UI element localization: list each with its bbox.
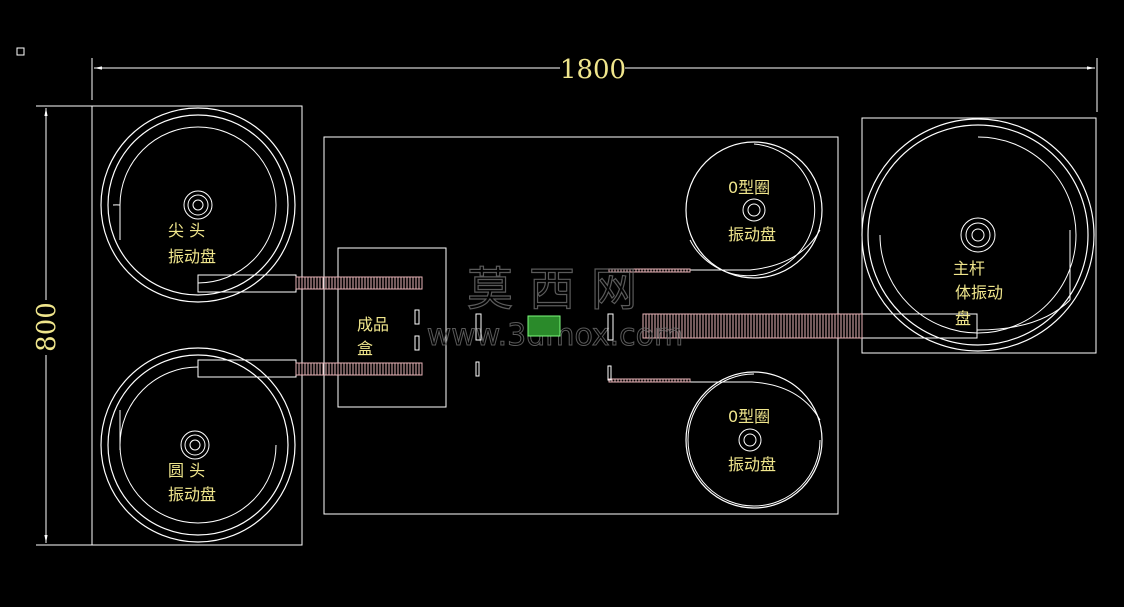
main-rod-label-3: 盘 <box>955 309 971 328</box>
o-ring-bottom-label-1: 0型圈 <box>728 407 770 426</box>
main-rod-label-2: 体振动 <box>955 283 1003 302</box>
main-rod-feed-track <box>642 313 863 339</box>
bowl-labels: 尖 头 振动盘 圆 头 振动盘 0型圈 振动盘 0型圈 振动盘 主杆 体振动 盘… <box>168 178 1003 504</box>
width-dimension-label: 1800 <box>560 55 626 85</box>
o-ring-vibration-bowl-top <box>685 141 823 279</box>
tip-head-feed-track <box>295 276 423 290</box>
round-head-label-2: 振动盘 <box>168 485 216 504</box>
o-ring-bottom-feed-track <box>608 378 691 383</box>
finished-box-label-1: 成品 <box>357 315 389 334</box>
svg-text:莫西网: 莫西网 <box>467 262 653 316</box>
o-ring-bottom-label-2: 振动盘 <box>728 455 776 474</box>
watermark: 莫西网 www.3dmox.com <box>426 261 684 353</box>
corner-marker <box>16 47 25 56</box>
height-dimension: 800 <box>32 105 92 546</box>
height-dimension-label: 800 <box>32 302 62 352</box>
tip-head-label-1: 尖 头 <box>168 221 205 240</box>
main-rod-label-1: 主杆 <box>953 259 985 278</box>
main-rod-vibration-bowl <box>861 118 1095 352</box>
round-head-feed-track <box>295 362 423 376</box>
o-ring-vibration-bowl-bottom <box>685 371 823 509</box>
tip-head-label-2: 振动盘 <box>168 247 216 266</box>
round-head-label-1: 圆 头 <box>168 461 205 480</box>
o-ring-top-label-1: 0型圈 <box>728 178 770 197</box>
left-bowl-frame <box>91 105 303 546</box>
center-fixtures <box>414 309 614 381</box>
o-ring-top-label-2: 振动盘 <box>728 225 776 244</box>
feed-tracks <box>295 268 863 383</box>
finished-product-box <box>337 247 447 408</box>
o-ring-top-feed-track <box>608 268 691 273</box>
width-dimension: 1800 <box>91 55 1098 112</box>
tip-head-vibration-bowl <box>100 107 297 303</box>
round-head-vibration-bowl <box>100 347 297 543</box>
finished-box-label-2: 盒 <box>357 339 373 358</box>
